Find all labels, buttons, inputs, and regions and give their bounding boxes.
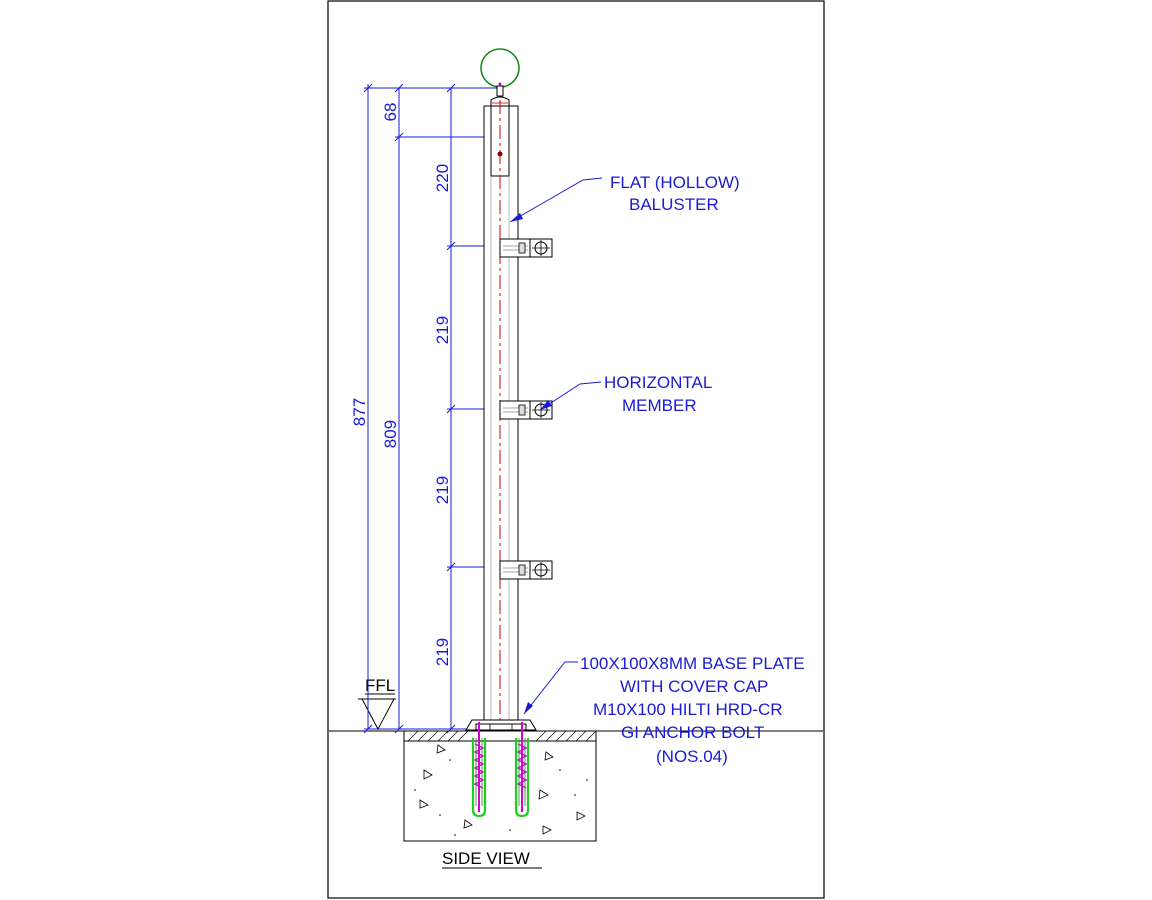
anchor-bolt-right xyxy=(514,722,530,818)
dimension-lines xyxy=(363,83,500,734)
drawing-frame xyxy=(327,0,825,899)
base-label-line3: M10X100 HILTI HRD-CR xyxy=(593,700,783,719)
baluster-label-line2: BALUSTER xyxy=(629,195,719,214)
leader-lines xyxy=(509,177,603,715)
base-label-line4: GI ANCHOR BOLT xyxy=(621,723,764,742)
dim-219-bottom: 219 xyxy=(433,638,452,666)
ffl-marker: FFL xyxy=(358,676,396,731)
member-bracket-bottom xyxy=(499,560,553,580)
dim-877: 877 xyxy=(350,398,369,426)
member-bracket-top xyxy=(499,238,553,258)
base-label-line1: 100X100X8MM BASE PLATE xyxy=(580,654,805,673)
dim-219-top: 219 xyxy=(433,316,452,344)
dim-809: 809 xyxy=(381,420,400,448)
concrete-footing xyxy=(403,730,597,842)
base-label-line5: (NOS.04) xyxy=(656,747,728,766)
dim-68: 68 xyxy=(381,103,400,122)
view-title: SIDE VIEW xyxy=(442,849,530,868)
dim-220: 220 xyxy=(433,164,452,192)
member-label-line2: MEMBER xyxy=(622,396,697,415)
ffl-label: FFL xyxy=(365,676,395,695)
member-bracket-middle xyxy=(499,400,553,420)
baluster-label-line1: FLAT (HOLLOW) xyxy=(610,173,740,192)
leader-arrowheads xyxy=(510,213,552,714)
member-label-line1: HORIZONTAL xyxy=(604,373,712,392)
handrail xyxy=(480,48,520,107)
base-label-line2: WITH COVER CAP xyxy=(620,677,768,696)
base-plate xyxy=(465,719,537,731)
dim-219-middle: 219 xyxy=(433,476,452,504)
anchor-bolt-left xyxy=(471,722,487,818)
